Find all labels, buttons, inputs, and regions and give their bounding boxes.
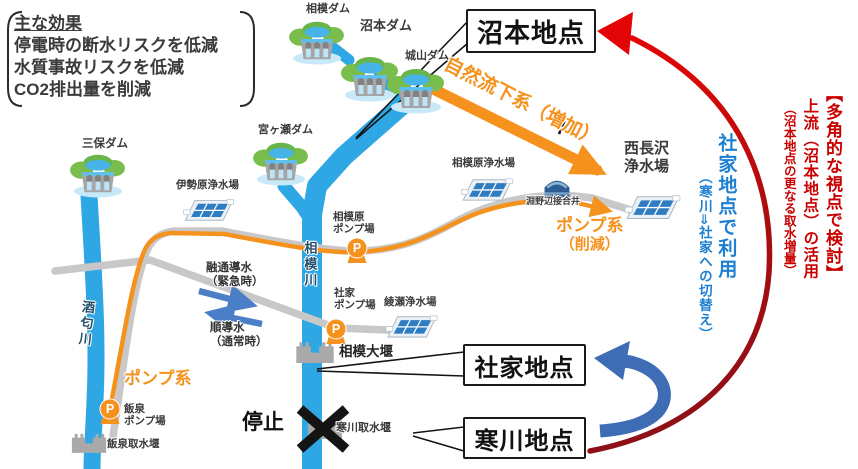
shake-pump-icon <box>325 318 347 344</box>
blue-annotation-main: 社家地点で利用 <box>715 133 737 280</box>
miho-dam-icon <box>70 154 125 198</box>
ayase-plant-label: 綾瀬浄水場 <box>384 296 437 308</box>
pump-p-letter: P <box>331 322 341 336</box>
effects-box-brackets <box>7 11 255 107</box>
red-arc-arrowhead <box>597 12 633 55</box>
iizumi-weir-label: 飯泉取水堰 <box>107 438 160 450</box>
blue-uturn-arrowhead <box>594 341 630 380</box>
effects-line: CO2排出量を削減 <box>14 80 151 99</box>
sagamihara-plant-label: 相模原浄水場 <box>452 157 515 169</box>
shake-pointer <box>316 351 465 377</box>
pump-system-lines <box>108 83 613 407</box>
pump-system-west-label: ポンプ系 <box>124 369 192 388</box>
iizumi-pump-icon <box>99 398 121 424</box>
miyagase-dam-label: 宮ヶ瀬ダム <box>258 124 313 136</box>
isehara-plant-icon <box>182 198 235 221</box>
pump-line-west <box>108 195 613 407</box>
samukawa-pointer <box>412 426 465 452</box>
red-annotation-1: 【多角的な視点で検討】 <box>823 85 843 283</box>
red-annotation-2: 上流（沼本地点）の活用 <box>801 98 819 280</box>
samukawa-point-callout: 寒川地点 <box>463 417 586 459</box>
pump-system-east-label: ポンプ系 （削減） <box>556 216 624 254</box>
stop-x-icon <box>296 405 350 453</box>
blue-uturn-arrow <box>594 341 671 438</box>
miyagase-tributary-line <box>277 179 319 229</box>
sagami-dam-icon <box>289 21 344 65</box>
interflow-emergency-label: 融通導水 （緊急時） <box>206 262 264 288</box>
red-arc-arrow <box>587 12 773 454</box>
numamoto-dam-label: 沼本ダム <box>360 18 413 33</box>
isehara-plant-label: 伊勢原浄水場 <box>176 179 239 191</box>
facility-icons <box>70 21 681 453</box>
stop-label: 停止 <box>242 411 284 434</box>
miho-dam-label: 三保ダム <box>82 138 128 150</box>
effects-title: 主な効果 <box>14 14 82 33</box>
nishinagasawa-plant-icon <box>624 194 681 220</box>
interchange-arrows <box>198 284 263 333</box>
sagami-dam-label: 相模ダム <box>306 3 350 15</box>
figure-mark-icon <box>557 119 568 135</box>
junction-well-label: 淵野辺接合井 <box>526 196 581 206</box>
miyagase-dam-icon <box>253 142 308 186</box>
ayase-plant-icon <box>385 315 438 338</box>
interflow-normal-label: 順導水 （通常時） <box>210 322 268 348</box>
shiroyama-dam-label: 城山ダム <box>405 50 449 62</box>
natural-flow-arrow <box>427 83 607 176</box>
sagami-ozeki-label: 相模大堰 <box>339 344 393 359</box>
blue-annotation-sub: （寒川⇒社家への切替え） <box>696 170 712 342</box>
effects-box: 主な効果 停電時の断水リスクを低減 水質事故リスクを低減 CO2排出量を削減 <box>14 13 218 101</box>
red-annotation-3: （沼本地点の更なる取水増量） <box>781 102 796 277</box>
sagami-river-line <box>302 88 420 469</box>
nishinagasawa-plant-label: 西長沢 浄水場 <box>624 140 670 175</box>
samukawa-weir-label: 寒川取水堰 <box>336 422 391 434</box>
numamoto-point-callout: 沼本地点 <box>466 9 596 53</box>
pump-p-letter: P <box>352 241 362 255</box>
pump-p-letter: P <box>105 402 115 416</box>
sagamihara-pump-label: 相模原 ポンプ場 <box>333 211 375 236</box>
sagamihara-pump-icon <box>346 237 368 263</box>
dam-connector-1 <box>325 40 355 66</box>
sagamihara-plant-icon <box>460 178 514 201</box>
interchange-arrow-left <box>204 304 263 333</box>
pipeline-west-grey <box>109 191 638 441</box>
effects-line: 水質事故リスクを低減 <box>14 58 184 77</box>
iizumi-pump-label: 飯泉 ポンプ場 <box>124 403 166 428</box>
effects-line: 停電時の断水リスクを低減 <box>14 36 218 55</box>
interchange-arrow-right <box>198 284 258 313</box>
shake-point-callout: 社家地点 <box>463 344 586 386</box>
shake-pump-label: 社家 ポンプ場 <box>334 287 376 312</box>
sagami-river-label: 相模川 <box>302 241 318 289</box>
